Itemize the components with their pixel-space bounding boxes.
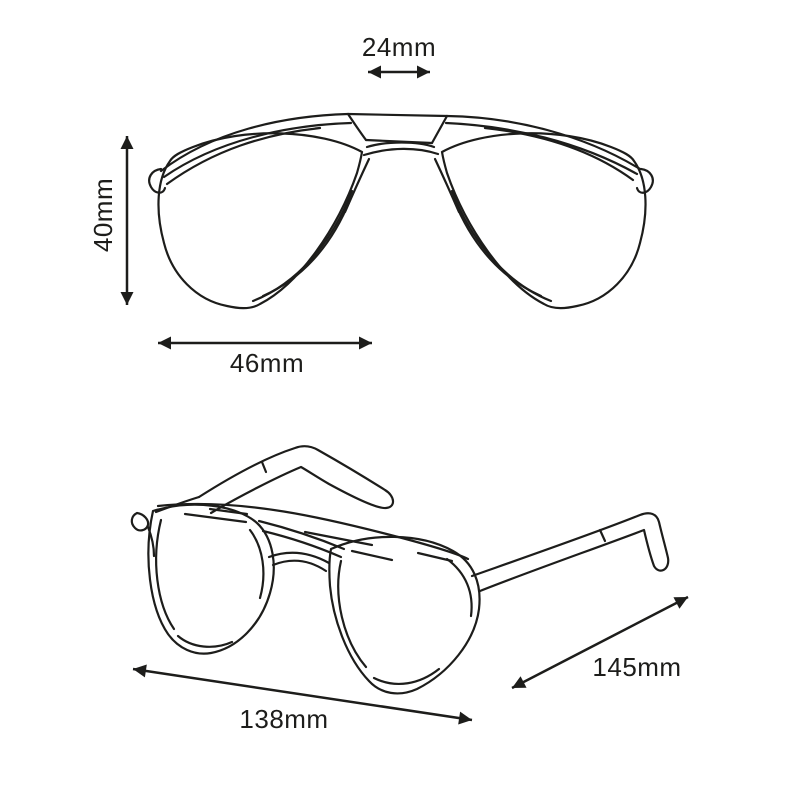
front-left-hinge [148,167,167,194]
lens-height-label: 40mm [88,177,118,253]
lens-width-label: 46mm [229,348,305,378]
temple-length-label: 145mm [592,652,682,682]
frame-width-label: 138mm [239,704,329,734]
perspective-left-lens [147,503,275,655]
temple-length-arrow [511,595,689,690]
glasses-front-view-drawing [148,112,654,310]
perspective-right-temple [470,512,670,593]
front-right-lens [440,132,647,310]
bridge-width-label: 24mm [361,32,437,62]
front-right-hinge [635,167,654,194]
perspective-left-temple [197,445,395,515]
glasses-perspective-view-drawing [130,445,670,695]
front-left-lens [157,132,364,310]
perspective-right-lens [328,535,481,695]
frame-width-arrow [132,664,473,725]
